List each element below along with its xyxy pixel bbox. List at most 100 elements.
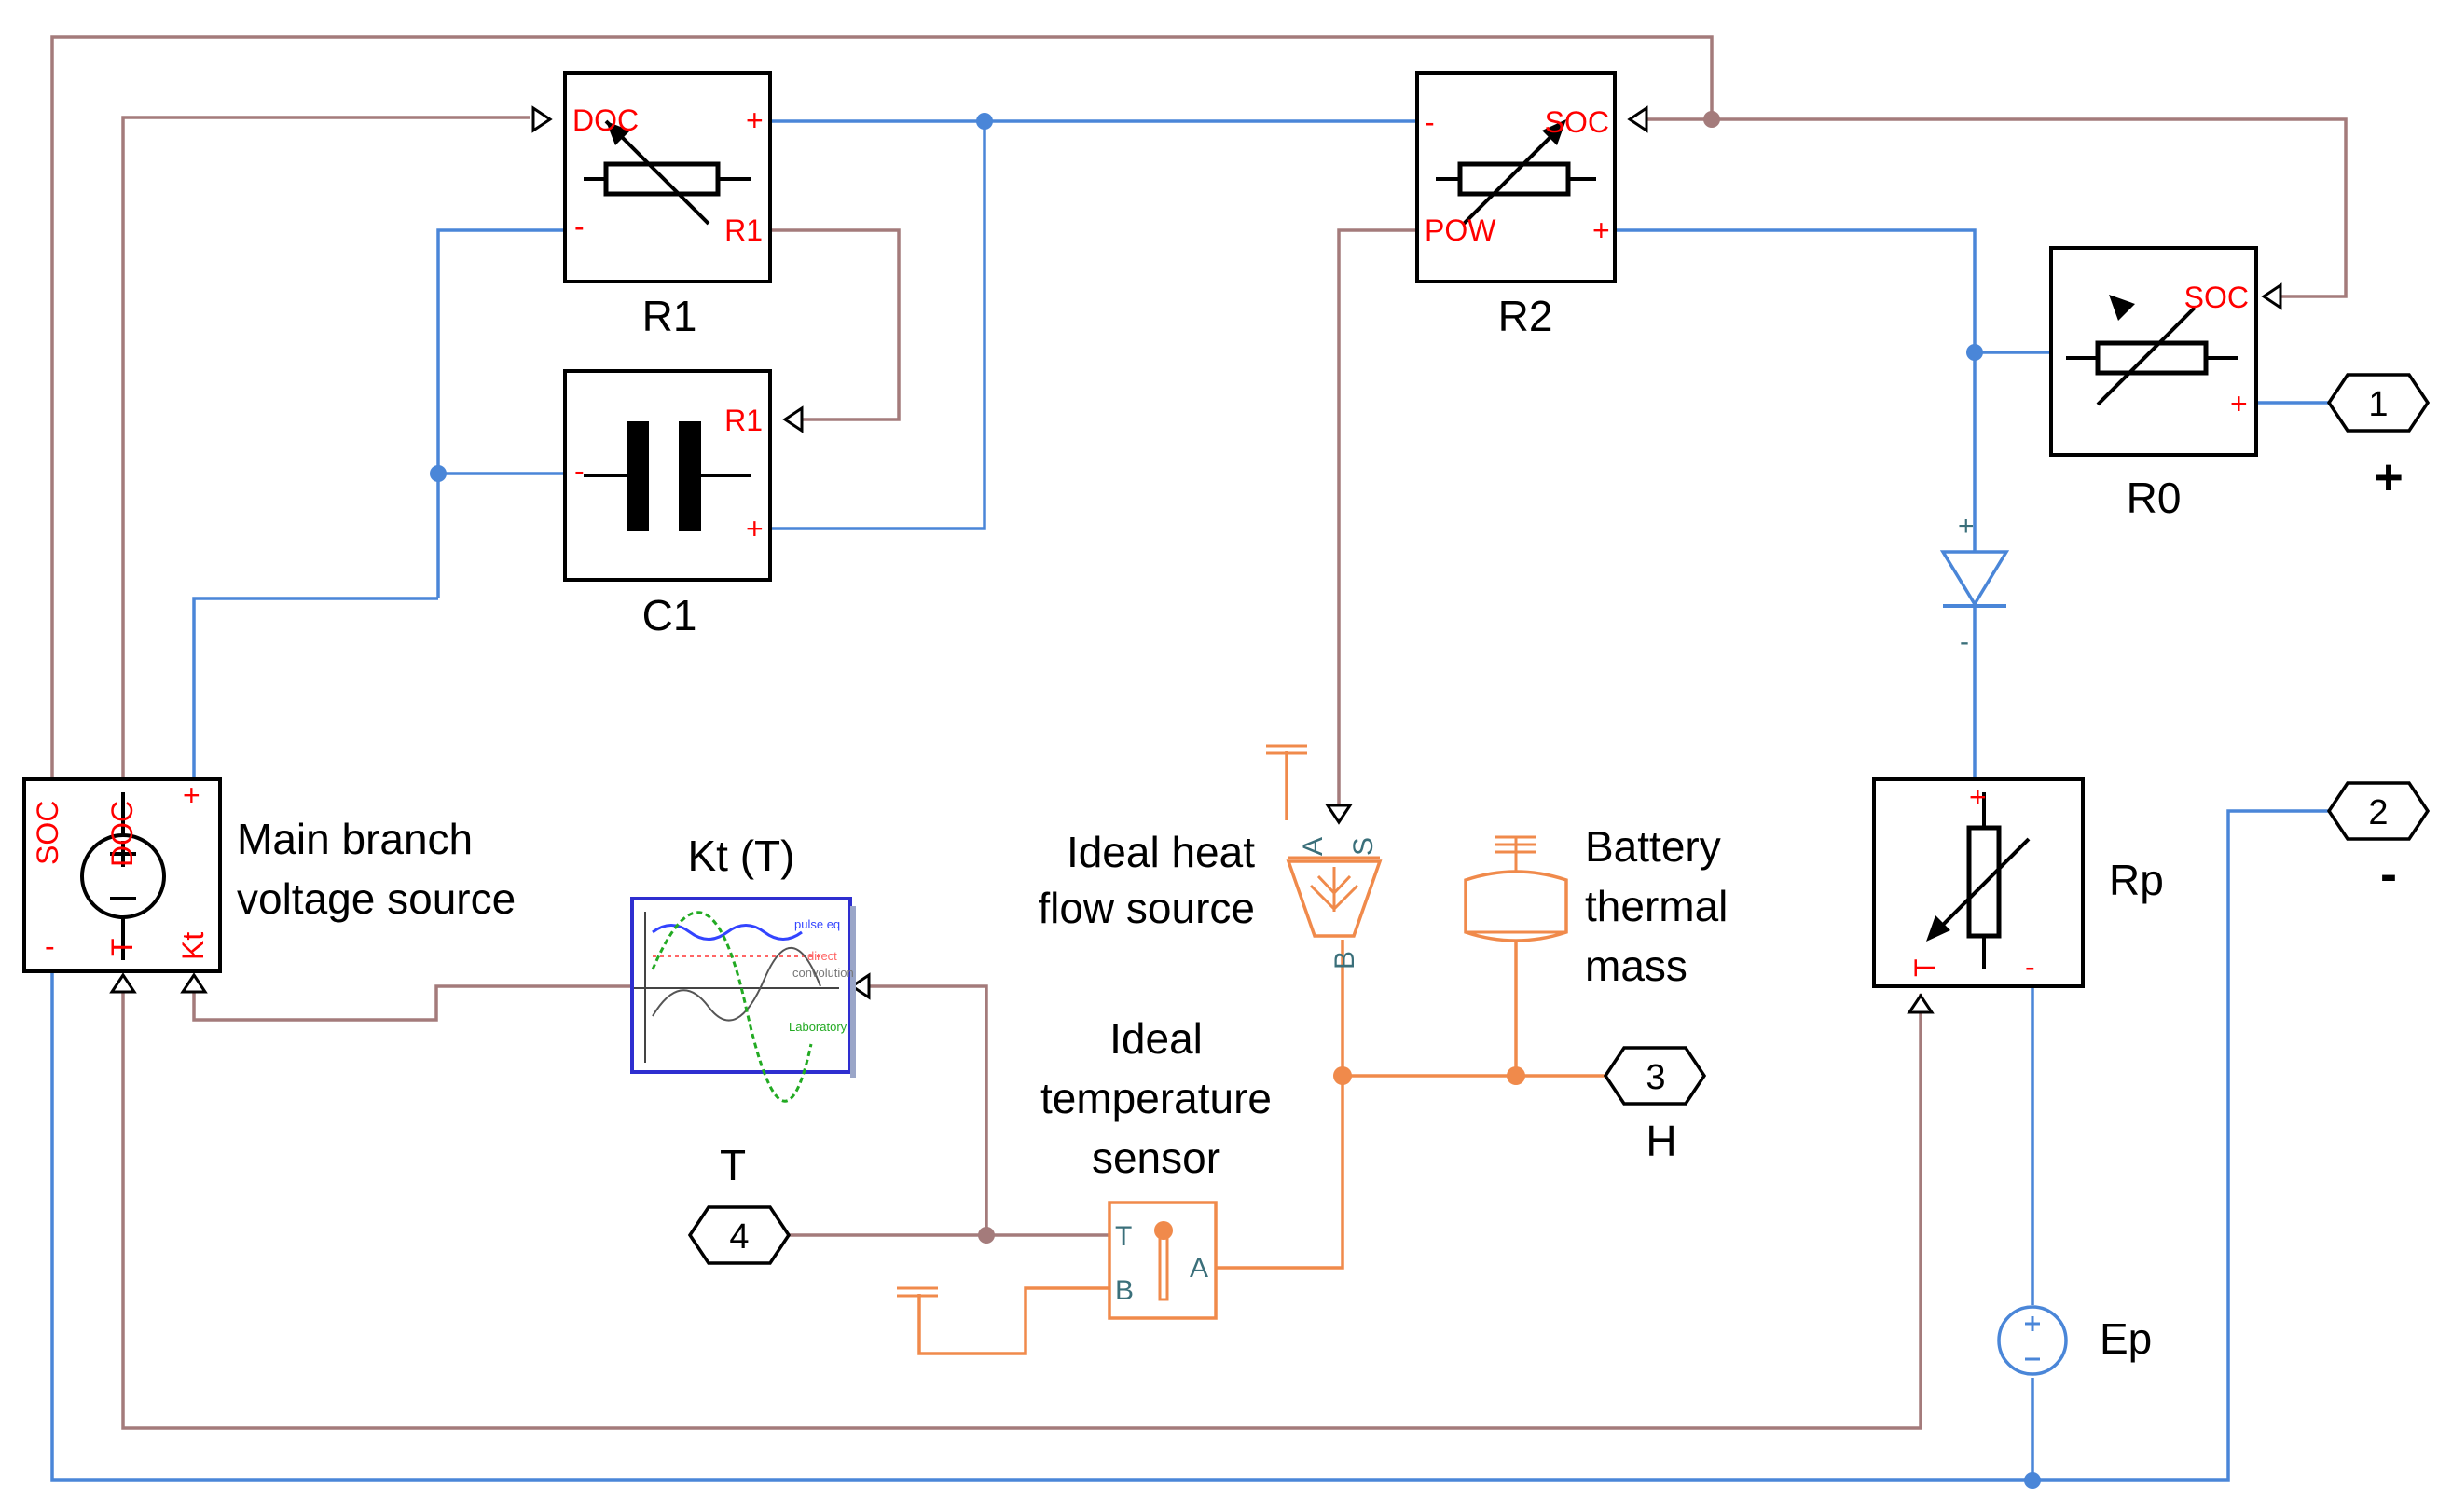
r0-variable-arrow: [2096, 306, 2197, 406]
kt-legend-c: convolution: [792, 966, 854, 980]
block-r0[interactable]: SOC + R0: [2049, 246, 2258, 522]
wire-pow: [1337, 228, 1417, 807]
kt-legend-b: direct: [807, 949, 837, 963]
arrow-heat-s: [1325, 804, 1353, 825]
thermal-mass-label-line3: mass: [1585, 942, 1687, 990]
wire-soc-to-r0: [1712, 117, 2348, 298]
r2-label: R2: [1498, 292, 1553, 340]
wire-minus-bus: [50, 809, 2329, 1482]
block-kt-lookup[interactable]: pulse eq direct convolution Laboratory K…: [630, 832, 856, 1103]
junction-dot: [1333, 1066, 1352, 1085]
r1-variable-arrow: [604, 119, 710, 226]
arrow-c1-r1: [782, 405, 804, 433]
main-source-label-line1: Main branch: [237, 815, 473, 863]
arrow-rp-t: [1907, 993, 1935, 1014]
rp-variable-arrow: [1932, 837, 2031, 936]
block-rp[interactable]: + T - Rp: [1872, 777, 2164, 988]
kt-lookup-body: [630, 897, 852, 1074]
terminal-3-shape: [1603, 1046, 1707, 1106]
heat-source-label-line2: flow source: [1038, 884, 1255, 932]
temp-sensor-label-line1: Ideal: [1109, 1014, 1203, 1063]
arrow-r1-doc: [531, 105, 553, 133]
thermal-mass-label-line2: thermal: [1585, 882, 1728, 930]
c1-capacitor-plate: [679, 421, 701, 531]
arrow-src-kt: [180, 972, 208, 994]
terminal-2-number: 2: [2368, 793, 2388, 832]
ep-label: Ep: [2100, 1314, 2152, 1363]
terminal-2[interactable]: 2 -: [2326, 781, 2431, 902]
diode-port-plus: +: [1958, 511, 1975, 542]
thermometer-bulb: [1154, 1221, 1173, 1240]
r0-port-plus: +: [2230, 387, 2248, 420]
junction-dot: [1507, 1066, 1525, 1085]
kt-legend-d: Laboratory: [789, 1020, 847, 1034]
terminal-3[interactable]: 3 H: [1603, 1046, 1707, 1165]
terminal-4[interactable]: 4 T: [687, 1141, 792, 1265]
block-main-source[interactable]: SOC DOC + - T Kt Main branch voltage sou…: [22, 777, 516, 973]
heat-source-label-line1: Ideal heat: [1067, 828, 1255, 876]
terminal-1[interactable]: 1 +: [2326, 373, 2431, 505]
block-diode[interactable]: + -: [1939, 511, 2010, 657]
temp-sensor-port-t: T: [1115, 1221, 1132, 1252]
terminal-2-shape: [2326, 781, 2431, 841]
r1-label: R1: [642, 292, 697, 340]
r0-label: R0: [2127, 474, 2182, 522]
c1-port-minus: -: [574, 454, 585, 488]
terminal-1-number: 1: [2368, 385, 2388, 424]
input-arrows: [109, 105, 2282, 1014]
junction-dot: [976, 113, 993, 130]
heat-source-port-b: B: [1329, 951, 1360, 969]
heat-source-port-a: A: [1298, 837, 1329, 856]
kt-legend-a: pulse eq: [794, 917, 840, 931]
wire-r2-plus: [1615, 228, 1977, 785]
temp-sensor-label-line3: sensor: [1092, 1134, 1220, 1182]
wire-kt-in: [854, 984, 988, 1235]
rp-resistor-icon: [1966, 825, 2002, 939]
diode-icon: [1939, 550, 2010, 608]
terminal-1-label: +: [2374, 449, 2404, 505]
terminal-1-shape: [2326, 373, 2431, 433]
kt-lookup-label: Kt (T): [688, 832, 795, 880]
rp-port-minus: -: [2025, 950, 2035, 983]
main-source-port-kt: Kt: [176, 932, 210, 960]
rp-port-t: T: [1908, 958, 1942, 977]
rp-port-plus: +: [1969, 780, 1987, 814]
r2-port-pow: POW: [1425, 213, 1496, 247]
main-source-port-soc: SOC: [31, 801, 64, 865]
main-source-port-plus: +: [183, 778, 200, 812]
temp-sensor-port-a: A: [1190, 1253, 1208, 1284]
block-temp-sensor[interactable]: T B A Ideal temperature sensor: [897, 1014, 1272, 1320]
block-thermal-mass[interactable]: Battery thermal mass: [1464, 822, 1728, 990]
block-c1[interactable]: R1 - + C1: [563, 369, 772, 639]
junction-dot: [1703, 111, 1720, 128]
c1-port-r1: R1: [724, 404, 763, 437]
main-source-port-minus: -: [45, 929, 55, 963]
kt-curve-d: [651, 911, 813, 1103]
terminal-4-shape: [687, 1205, 792, 1265]
wire-soc-bus: [50, 35, 1714, 783]
main-source-port-doc: DOC: [105, 801, 139, 867]
r2-port-minus: -: [1425, 105, 1435, 139]
c1-label: C1: [642, 591, 697, 639]
r0-resistor-icon: [2095, 340, 2209, 376]
block-r2[interactable]: - SOC POW + R2: [1415, 71, 1617, 340]
wire-r1-minus: [436, 228, 565, 598]
block-heat-source[interactable]: A S B Ideal heat flow source: [1038, 744, 1383, 969]
main-source-port-t: T: [105, 938, 139, 956]
r1-port-minus: -: [574, 210, 585, 243]
junction-dot: [2024, 1472, 2041, 1489]
r1-port-r1: R1: [724, 213, 763, 247]
kt-curve-a: [652, 924, 803, 941]
temp-sensor-label-line2: temperature: [1040, 1074, 1272, 1122]
wire-doc: [121, 116, 530, 783]
block-r1[interactable]: DOC + - R1 R1: [563, 71, 772, 340]
r1-port-plus: +: [746, 103, 764, 137]
block-ep[interactable]: Ep: [1997, 1305, 2152, 1376]
thermal-mass-icon: [1464, 870, 1568, 942]
thermometer-icon: [1158, 1234, 1169, 1301]
terminal-3-label: H: [1646, 1117, 1676, 1165]
r1-arrow-head: [606, 121, 630, 145]
r2-port-plus: +: [1592, 213, 1610, 247]
